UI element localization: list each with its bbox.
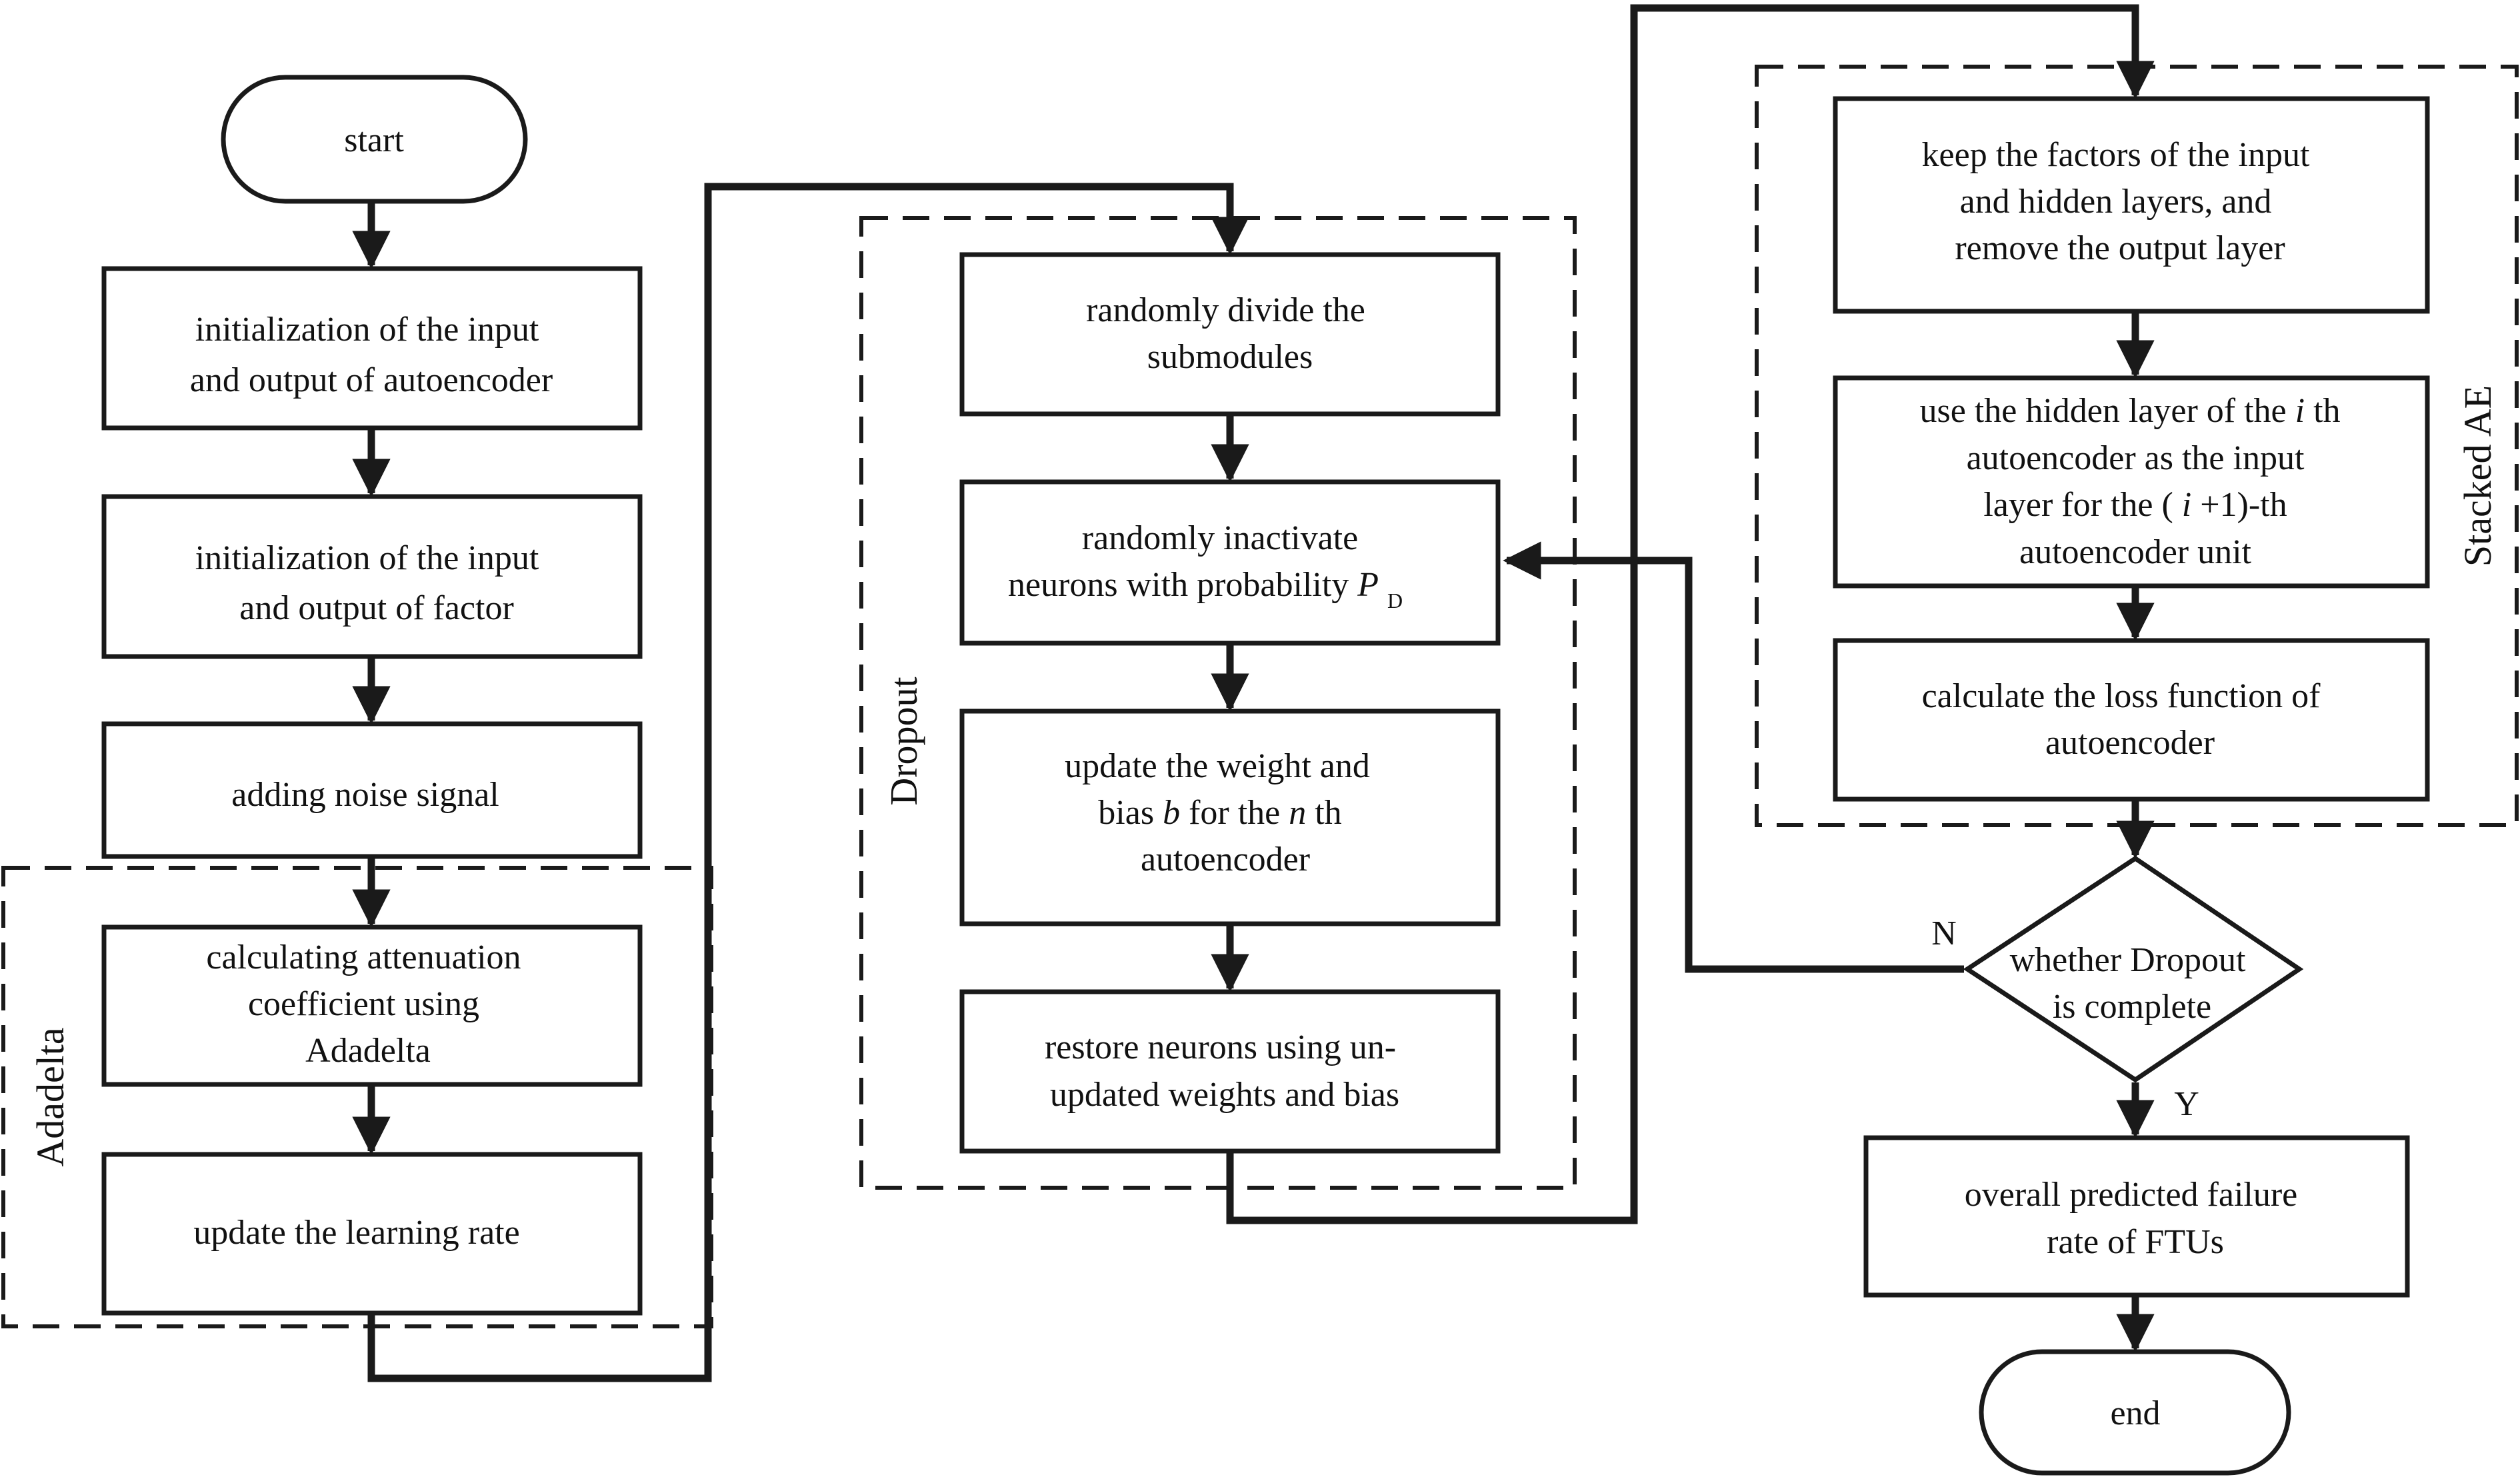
keep-factors-box: keep the factors of the input and hidden… <box>1833 96 2430 314</box>
restore-neurons-line: updated weights and bias <box>1050 1076 1399 1114</box>
adadelta-group-frame <box>1 866 713 1328</box>
bias-symbol: b <box>1163 794 1180 832</box>
divide-submodules-box: randomly divide the submodules <box>959 252 1501 417</box>
overall-rate-line: rate of FTUs <box>2047 1223 2224 1261</box>
i-symbol: i <box>2295 392 2305 430</box>
keep-factors-line: and hidden layers, and <box>1960 183 2272 221</box>
n-symbol: n <box>1289 794 1306 832</box>
init-factor-line: and output of factor <box>239 589 514 627</box>
connector-decision-no-to-inactivate <box>1503 541 1964 973</box>
overall-rate-box: overall predicted failure rate of FTUs <box>1863 1135 2410 1298</box>
hidden-layer-text: th <box>2313 392 2340 430</box>
end-label: end <box>2110 1394 2160 1432</box>
divide-submodules-line: submodules <box>1147 338 1313 376</box>
add-noise-label: adding noise signal <box>231 776 499 814</box>
svg-text:keep the factors of the input: keep the factors of the input and hidden… <box>1922 136 2319 267</box>
inactivate-neurons-box: randomly inactivate neurons with probabi… <box>959 479 1501 646</box>
branch-label-no: N <box>1931 914 1957 952</box>
update-weight-text: th <box>1315 794 1341 832</box>
end-terminal: end <box>1979 1349 2291 1476</box>
restore-neurons-line: restore neurons using un- <box>1045 1028 1396 1066</box>
keep-factors-line: remove the output layer <box>1955 229 2285 267</box>
svg-text:neurons with probability: neurons with probability P D <box>1008 566 1403 613</box>
init-autoencoder-line: and output of autoencoder <box>190 361 553 399</box>
update-weight-text: for the <box>1189 794 1289 832</box>
hidden-layer-line-4: autoencoder unit <box>2019 533 2252 571</box>
restore-neurons-box: restore neurons using un- updated weight… <box>959 989 1501 1154</box>
divide-submodules-line: randomly divide the <box>1086 291 1365 329</box>
update-lr-box: update the learning rate <box>101 1152 643 1316</box>
svg-text:calculate the loss function of: calculate the loss function of autoencod… <box>1922 677 2329 762</box>
connector-update-lr-to-divide-submodules <box>367 183 1249 1382</box>
update-weight-text: bias <box>1098 794 1163 832</box>
calc-attenuation-line: Adadelta <box>305 1032 431 1070</box>
connector-restore-to-keep-factors <box>1226 4 2155 1224</box>
start-terminal: start <box>221 75 528 204</box>
hidden-layer-box: use the hidden layer of the i th autoenc… <box>1833 375 2430 589</box>
svg-text:bias b for the: bias b for the n th <box>1098 794 1341 832</box>
svg-text:initialization of the input: initialization of the input and output o… <box>190 311 553 399</box>
decision-line: is complete <box>2053 988 2211 1026</box>
update-lr-label: update the learning rate <box>193 1214 519 1252</box>
add-noise-box: adding noise signal <box>101 721 643 859</box>
loss-function-line: calculate the loss function of <box>1922 677 2321 715</box>
update-weight-line-1: update the weight and <box>1065 747 1370 785</box>
inactivate-line-1: randomly inactivate <box>1082 519 1358 557</box>
svg-text:whether Dropout is compl: whether Dropout is complete <box>2010 941 2255 1026</box>
hidden-layer-text: use the hidden layer of the <box>1919 392 2295 430</box>
hidden-layer-text: layer for the ( <box>1983 486 2173 524</box>
update-weight-line-3: autoencoder <box>1141 840 1310 878</box>
calc-attenuation-line: calculating attenuation <box>206 938 521 976</box>
hidden-layer-text: +1)-th <box>2200 486 2287 524</box>
init-autoencoder-line: initialization of the input <box>195 311 539 349</box>
branch-label-yes: Y <box>2174 1085 2199 1123</box>
loss-function-line: autoencoder <box>2045 724 2215 762</box>
loss-function-box: calculate the loss function of autoencod… <box>1833 638 2430 802</box>
init-factor-line: initialization of the input <box>195 539 539 577</box>
calc-attenuation-line: coefficient using <box>248 985 479 1023</box>
init-factor-box: initialization of the input and output o… <box>101 494 643 659</box>
start-label: start <box>344 121 404 159</box>
svg-text:layer for the ( i: layer for the ( i +1)-th <box>1983 486 2287 524</box>
overall-rate-line: overall predicted failure <box>1965 1176 2298 1214</box>
svg-text:calculating attenuation: calculating attenuation coefficient usin… <box>206 938 529 1070</box>
init-autoencoder-box: initialization of the input and output o… <box>101 266 643 431</box>
svg-text:restore neurons using un-: restore neurons using un- updated weight… <box>1045 1028 1405 1114</box>
keep-factors-line: keep the factors of the input <box>1922 136 2310 174</box>
update-weight-box: update the weight and bias b for the n t… <box>959 709 1501 926</box>
svg-text:initialization of the input: initialization of the input and output o… <box>195 539 548 627</box>
probability-subscript: D <box>1387 589 1403 613</box>
svg-text:randomly divide the subm: randomly divide the submodules <box>1086 291 1374 376</box>
decision-line: whether Dropout <box>2010 941 2246 979</box>
adadelta-group-label: Adadelta <box>29 1027 72 1166</box>
svg-text:use the hidden layer of the: use the hidden layer of the i th <box>1919 392 2340 430</box>
i-symbol: i <box>2182 486 2191 524</box>
inactivate-line-2-text: neurons with probability <box>1008 566 1357 604</box>
stacked-ae-group-label: Stacked AE <box>2456 385 2499 567</box>
hidden-layer-line-2: autoencoder as the input <box>1967 439 2305 477</box>
probability-symbol: P <box>1357 566 1379 604</box>
calc-attenuation-box: calculating attenuation coefficient usin… <box>101 924 643 1087</box>
svg-text:overall predicted failure: overall predicted failure rate of FTUs <box>1965 1176 2307 1261</box>
dropout-group-label: Dropout <box>882 677 925 805</box>
dropout-complete-decision: whether Dropout is complete <box>1963 855 2304 1083</box>
